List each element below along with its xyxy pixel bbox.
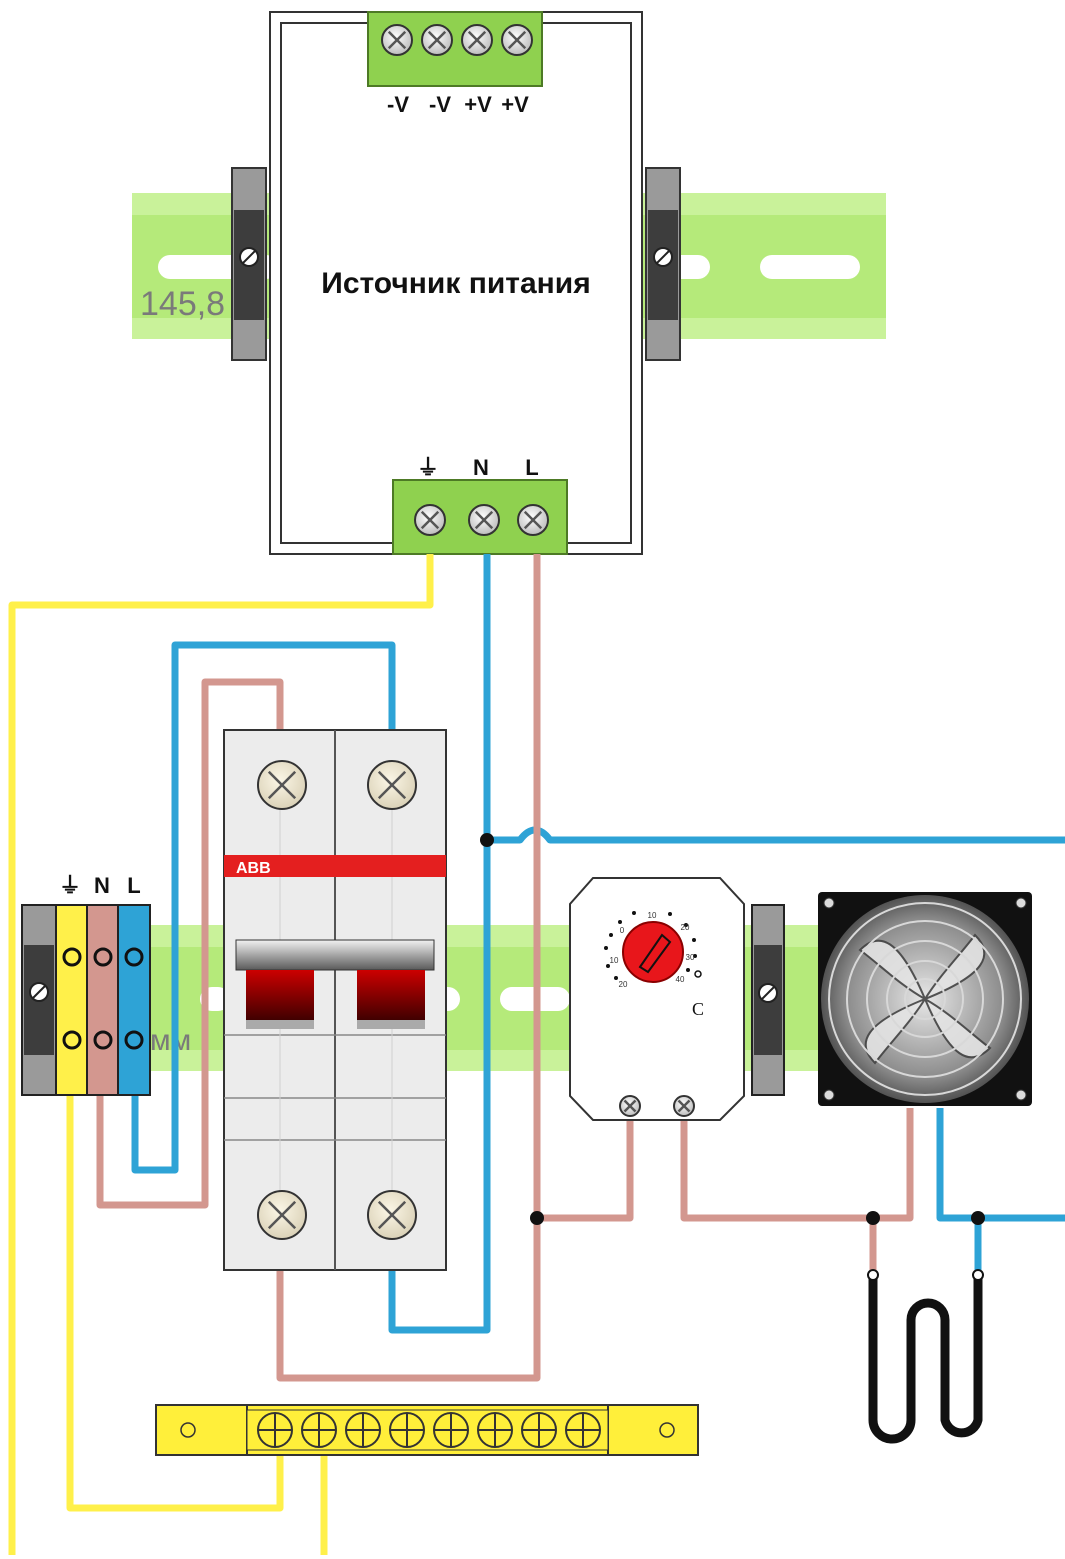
end-stop-right-middle xyxy=(751,904,785,1096)
breaker-screw-3 xyxy=(257,1190,307,1240)
bus-screw-2 xyxy=(301,1412,337,1448)
terminal-block-label-1: ⏚ xyxy=(59,873,81,898)
thermostat-screw-2 xyxy=(673,1095,695,1117)
neutral-wire-feed xyxy=(131,641,396,1174)
terminal-block-label-2: N xyxy=(94,873,110,898)
bus-screw-1 xyxy=(257,1412,293,1448)
heater-element xyxy=(867,1269,984,1444)
output-screw-1 xyxy=(381,24,413,56)
input-terminal-labels: ⏚ N L xyxy=(417,455,539,480)
fan xyxy=(818,892,1032,1106)
bus-screw-3 xyxy=(345,1412,381,1448)
dial-tick-label-4: 30 xyxy=(686,953,695,962)
neutral-wire-heater xyxy=(936,1108,1065,1222)
breaker-brand-label: ABB xyxy=(236,860,271,877)
breaker-screw-4 xyxy=(367,1190,417,1240)
dial-tick-label-6: 10 xyxy=(610,956,619,965)
dial-tick-label-3: 20 xyxy=(681,923,690,932)
thermostat xyxy=(569,877,745,1121)
terminal-block-label-3: L xyxy=(127,873,140,898)
earth-bus-bar xyxy=(155,1404,699,1456)
power-supply xyxy=(269,11,643,555)
output-screw-4 xyxy=(501,24,533,56)
bus-screw-6 xyxy=(477,1412,513,1448)
dial-tick-label-2: 10 xyxy=(648,911,657,920)
bus-screw-5 xyxy=(433,1412,469,1448)
output-terminal-screws xyxy=(381,24,533,56)
breaker-screw-1 xyxy=(257,760,307,810)
output-terminal-label-2: -V xyxy=(429,92,451,117)
input-screw-3 xyxy=(517,504,549,536)
output-screw-3 xyxy=(461,24,493,56)
input-screw-1 xyxy=(414,504,446,536)
breaker-screw-2 xyxy=(367,760,417,810)
earth-wire-terminal xyxy=(66,1095,284,1512)
input-terminal-label-3: L xyxy=(525,455,538,480)
rail-unit-label: мм xyxy=(150,1024,191,1057)
junctions xyxy=(480,833,985,1225)
neutral-wire-psu xyxy=(388,554,491,1334)
dial-tick-label-5: 40 xyxy=(676,975,685,984)
output-terminal-labels: -V -V +V +V xyxy=(387,92,529,117)
input-terminal-label-2: N xyxy=(473,455,489,480)
line-wire-thermostat-out xyxy=(680,1108,914,1222)
thermostat-dial-scale: 0 10 20 30 40 10 20 xyxy=(610,911,695,989)
output-terminal-label-4: +V xyxy=(501,92,529,117)
breaker-terminal-screws xyxy=(257,760,417,1240)
output-terminal-label-3: +V xyxy=(464,92,492,117)
input-terminal-screws xyxy=(414,504,549,536)
bus-screw-7 xyxy=(521,1412,557,1448)
input-terminal-label-1: ⏚ xyxy=(417,455,439,480)
power-supply-title: Источник питания xyxy=(321,267,590,300)
thermostat-screw-1 xyxy=(619,1095,641,1117)
end-stop-right-top xyxy=(645,167,681,361)
bus-screw-4 xyxy=(389,1412,425,1448)
end-stop-left-top xyxy=(231,167,267,361)
bus-screw-8 xyxy=(565,1412,601,1448)
output-screw-2 xyxy=(421,24,453,56)
dial-tick-label-1: 0 xyxy=(620,926,625,935)
line-wire-thermostat xyxy=(537,1120,634,1222)
line-wire-psu xyxy=(276,554,541,1382)
earth-wire-psu xyxy=(8,554,434,1555)
line-wire-feed xyxy=(96,678,284,1209)
output-terminal-label-1: -V xyxy=(387,92,409,117)
dial-tick-label-7: 20 xyxy=(619,980,628,989)
wires xyxy=(8,554,1065,1555)
input-screw-2 xyxy=(468,504,500,536)
thermostat-unit-label: C xyxy=(692,999,704,1019)
thermostat-terminal-screws xyxy=(619,1095,695,1117)
rail-dimension-label: 145,8 xyxy=(140,285,225,323)
circuit-breaker xyxy=(223,729,447,1271)
terminal-block xyxy=(21,904,151,1096)
earth-bus-screws xyxy=(257,1412,601,1448)
neutral-wire-fan xyxy=(487,826,1065,844)
